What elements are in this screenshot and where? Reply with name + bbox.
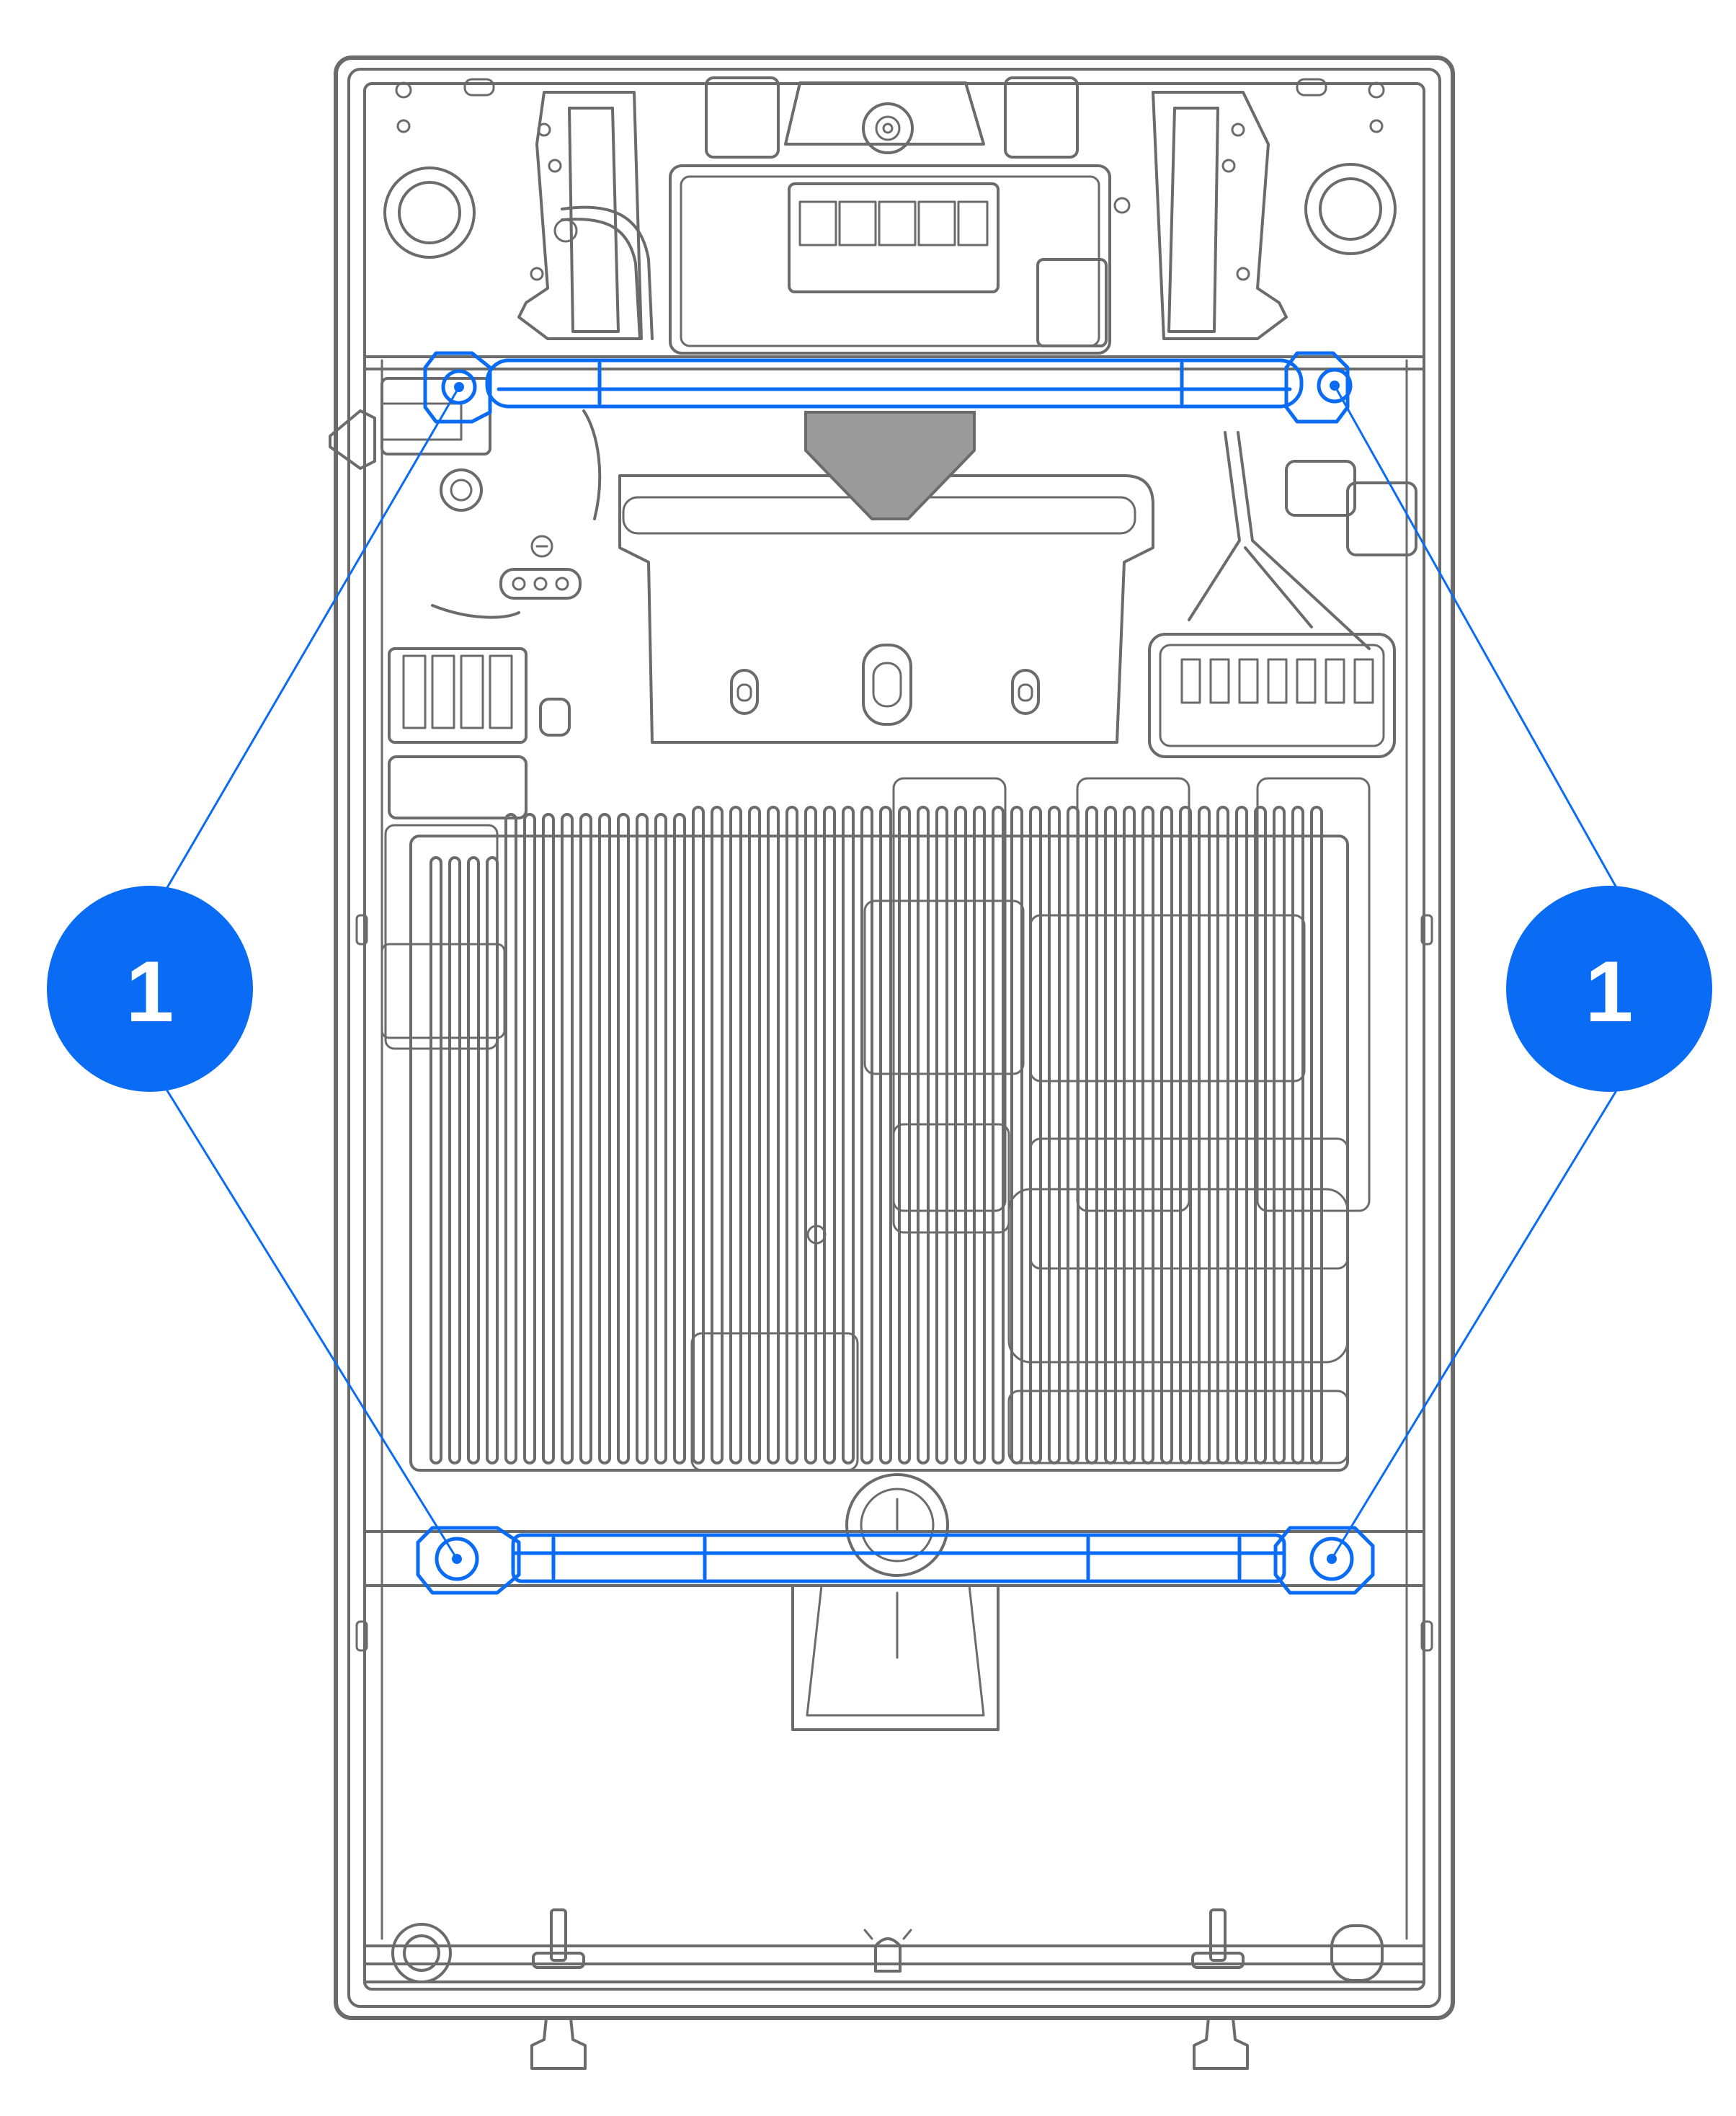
mounting-screw-icon: [530, 1908, 1249, 2070]
heatsink-fin: [448, 856, 461, 1464]
heatsink-fin: [992, 806, 1005, 1464]
heatsink-fin: [467, 856, 480, 1464]
heatsink-fin: [486, 856, 499, 1464]
heatsink-fin: [1160, 806, 1173, 1464]
heatsink-fin: [842, 806, 855, 1464]
heatsink-fin: [617, 813, 630, 1464]
heatsink-fin: [598, 813, 611, 1464]
heatsink-fin: [711, 806, 724, 1464]
heatsink-fin: [692, 806, 705, 1464]
heatsink-fin: [1235, 806, 1248, 1464]
callout-label-left: 1: [126, 943, 174, 1040]
callout-label-right: 1: [1585, 943, 1634, 1040]
heatsink-fin: [1029, 806, 1042, 1464]
heatsink-fin: [561, 813, 574, 1464]
heatsink-fin: [504, 813, 517, 1464]
callout-badge-left: 1: [47, 886, 253, 1092]
heatsink-fin: [748, 806, 761, 1464]
heatsink-fin: [860, 806, 873, 1464]
heatsink-fin: [523, 813, 536, 1464]
heatsink-fin: [1273, 806, 1286, 1464]
heatsink-fin: [879, 806, 892, 1464]
heatsink-fin: [973, 806, 986, 1464]
heatsink-fin: [1048, 806, 1061, 1464]
top-module: [517, 76, 1288, 355]
device-housing: [334, 55, 1455, 2020]
heatsink-fin: [935, 806, 948, 1464]
callout-leader-lines: [164, 385, 1619, 1560]
heatsink-fin: [1310, 806, 1323, 1464]
heatsink-fin: [1198, 806, 1211, 1464]
mounting-bars: [416, 351, 1375, 1595]
heatsink-fin: [1010, 806, 1023, 1464]
heatsink-fin: [1291, 806, 1304, 1464]
corner-holes: [383, 78, 1397, 1983]
heatsink-fin: [429, 856, 442, 1464]
heatsink-fin: [917, 806, 930, 1464]
heatsink-fin: [823, 806, 836, 1464]
callout-badge-right: 1: [1506, 886, 1712, 1092]
middle-section: [329, 377, 1417, 819]
heatsink-fin: [954, 806, 967, 1464]
heatsink-fin: [804, 806, 817, 1464]
heatsink-fin: [767, 806, 780, 1464]
heatsink-fin: [673, 813, 686, 1464]
heatsink-fin: [1216, 806, 1229, 1464]
vent-grille-icon: [804, 411, 976, 520]
bottom-mounting-bar: [416, 1526, 1375, 1595]
heatsink-fin: [542, 813, 555, 1464]
heatsink-fin: [1085, 806, 1098, 1464]
heatsink-fin: [898, 806, 911, 1464]
heatsink-fin: [636, 813, 649, 1464]
heatsink-fin: [729, 806, 742, 1464]
heatsink-fin: [1123, 806, 1136, 1464]
heatsink: [380, 777, 1371, 1472]
heatsink-fin: [785, 806, 798, 1464]
lower-section: [791, 1473, 1000, 1731]
heatsink-fin: [654, 813, 667, 1464]
heatsink-fin: [1141, 806, 1154, 1464]
heatsink-fin: [1104, 806, 1117, 1464]
heatsink-fin: [579, 813, 592, 1464]
